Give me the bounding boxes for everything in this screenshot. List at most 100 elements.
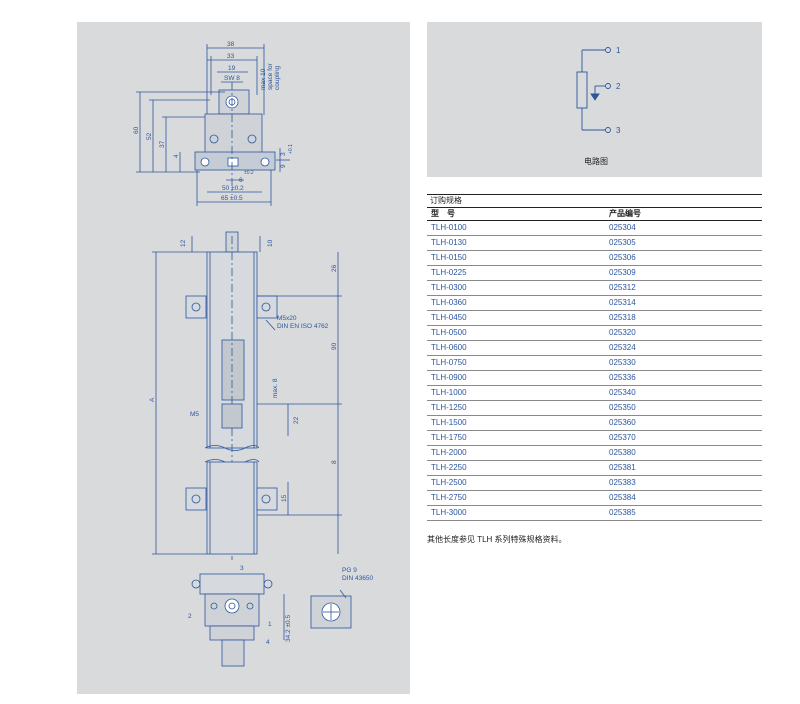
- table-row: TLH-2750 025384: [427, 491, 762, 506]
- end-label-3: 3: [240, 565, 244, 572]
- code-cell: 025318: [609, 313, 636, 322]
- model-cell: TLH-1750: [431, 433, 467, 442]
- circuit-caption: 电路图: [584, 156, 608, 166]
- table-row: TLH-3000 025385: [427, 506, 762, 521]
- model-cell: TLH-2000: [431, 448, 467, 457]
- model-cell: TLH-0750: [431, 358, 467, 367]
- dim-33: 33: [227, 53, 235, 60]
- dim-space-1: max 10: [260, 68, 267, 90]
- table-row: TLH-0300 025312: [427, 281, 762, 296]
- dim-6: 6: [239, 177, 243, 184]
- dim-65: 65 ±0.5: [221, 195, 243, 202]
- table-row: TLH-1500 025360: [427, 416, 762, 431]
- table-row: TLH-2000 025380: [427, 446, 762, 461]
- model-cell: TLH-0360: [431, 298, 467, 307]
- dim-9: 9: [280, 164, 287, 168]
- dim-22: 22: [293, 416, 300, 424]
- code-cell: 025360: [609, 418, 636, 427]
- code-cell: 025306: [609, 253, 636, 262]
- model-cell: TLH-0450: [431, 313, 467, 322]
- pin-3: 3: [616, 126, 621, 135]
- dim-tol02: ±0.2: [244, 170, 254, 176]
- dim-8: 8: [331, 460, 338, 464]
- dim-12: 12: [180, 239, 187, 247]
- end-label-2: 2: [188, 613, 192, 620]
- table-row: TLH-1000 025340: [427, 386, 762, 401]
- label-m5x20: M5x20: [277, 315, 297, 322]
- model-cell: TLH-1250: [431, 403, 467, 412]
- model-cell: TLH-0130: [431, 238, 467, 247]
- table-row: TLH-0500 025320: [427, 326, 762, 341]
- label-din-iso: DIN EN ISO 4762: [277, 323, 329, 330]
- dim-space-3: coupling: [274, 65, 281, 90]
- model-cell: TLH-0900: [431, 373, 467, 382]
- code-cell: 025370: [609, 433, 636, 442]
- dim-60: 60: [133, 126, 140, 134]
- model-cell: TLH-0500: [431, 328, 467, 337]
- code-cell: 025309: [609, 268, 636, 277]
- code-cell: 025314: [609, 298, 636, 307]
- dim-tol01: +0.1: [288, 144, 294, 154]
- dim-space-2: space for: [267, 62, 274, 90]
- dim-3: 3: [280, 152, 287, 156]
- label-m5: M5: [190, 411, 199, 418]
- model-cell: TLH-0100: [431, 223, 467, 232]
- dim-50: 50 ±0.2: [222, 185, 244, 192]
- circuit-panel: 1 2 3 电路图: [427, 22, 762, 177]
- dim-37: 37: [159, 140, 166, 148]
- dim-38: 38: [227, 41, 235, 48]
- dim-10: 10: [267, 239, 274, 247]
- table-row: TLH-0450 025318: [427, 311, 762, 326]
- model-cell: TLH-1000: [431, 388, 467, 397]
- table-row: TLH-0150 025306: [427, 251, 762, 266]
- end-label-1: 1: [268, 621, 272, 628]
- code-cell: 025324: [609, 343, 636, 352]
- table-title: 订购规格: [427, 194, 762, 207]
- dim-19: 19: [228, 65, 236, 72]
- dim-15: 15: [281, 494, 288, 502]
- dim-34: 34.2 ±0.5: [285, 615, 292, 642]
- label-din-43650: DIN 43650: [342, 575, 373, 582]
- model-cell: TLH-0225: [431, 268, 467, 277]
- dim-sw8: SW 8: [224, 75, 240, 82]
- table-row: TLH-0360 025314: [427, 296, 762, 311]
- table-row: TLH-1750 025370: [427, 431, 762, 446]
- model-cell: TLH-1500: [431, 418, 467, 427]
- circuit-diagram: 1 2 3 电路图: [576, 46, 621, 166]
- dim-max8: max. 8: [272, 378, 279, 398]
- dim-a: A: [149, 397, 156, 402]
- model-cell: TLH-0150: [431, 253, 467, 262]
- table-header: 型 号 产品编号: [427, 207, 762, 221]
- model-cell: TLH-2750: [431, 493, 467, 502]
- code-cell: 025340: [609, 388, 636, 397]
- col-model-header: 型 号: [431, 209, 455, 218]
- label-pg9: PG 9: [342, 567, 357, 574]
- code-cell: 025312: [609, 283, 636, 292]
- code-cell: 025381: [609, 463, 636, 472]
- model-cell: TLH-0300: [431, 283, 467, 292]
- code-cell: 025350: [609, 403, 636, 412]
- code-cell: 025336: [609, 373, 636, 382]
- code-cell: 025380: [609, 448, 636, 457]
- technical-drawing: 38 33 19 SW 8 max 10 space for coupling …: [133, 41, 373, 667]
- model-cell: TLH-2500: [431, 478, 467, 487]
- table-row: TLH-0225 025309: [427, 266, 762, 281]
- dim-90: 90: [331, 342, 338, 350]
- code-cell: 025320: [609, 328, 636, 337]
- drawing-panel: 38 33 19 SW 8 max 10 space for coupling …: [77, 22, 410, 694]
- end-label-4: 4: [266, 639, 270, 646]
- dim-4: 4: [173, 154, 180, 158]
- code-cell: 025384: [609, 493, 636, 502]
- model-cell: TLH-3000: [431, 508, 467, 517]
- code-cell: 025385: [609, 508, 636, 517]
- table-row: TLH-0900 025336: [427, 371, 762, 386]
- dim-52: 52: [146, 132, 153, 140]
